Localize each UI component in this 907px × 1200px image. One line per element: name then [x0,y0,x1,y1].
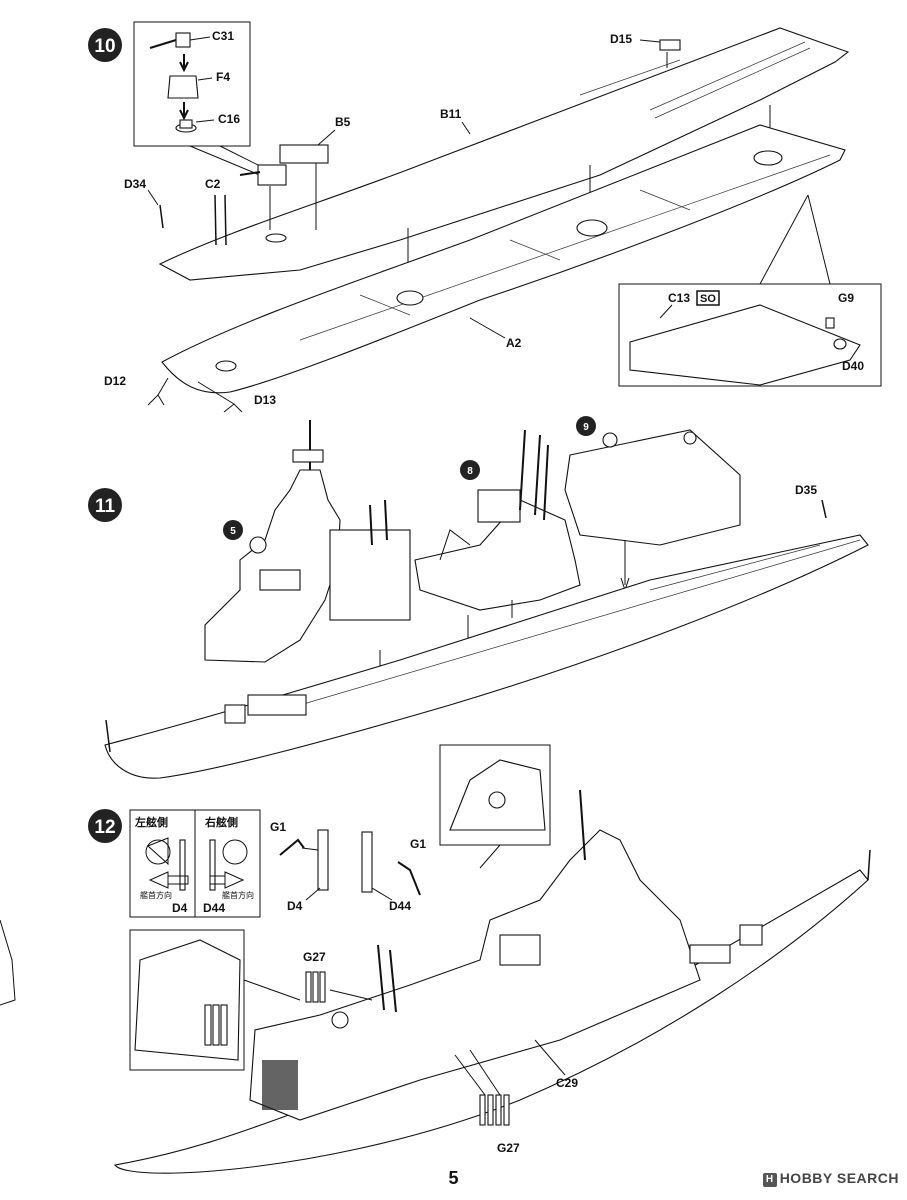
page-number: 5 [448,1168,459,1188]
label-c29: C29 [556,1076,578,1090]
label-g27-top: G27 [303,950,326,964]
step-10-number: 10 [94,36,115,57]
forward-superstructure [204,420,411,663]
port-direction-arrow [148,871,189,889]
label-d40: D40 [842,359,864,373]
sub-8-badge [460,460,480,480]
label-c16: C16 [218,112,240,126]
label-g27-bottom: G27 [497,1141,520,1155]
step-10: 10 C31 F4 C16 [88,21,882,413]
g27-launchers-top [305,971,326,1003]
adjacent-page-edge [0,919,16,1006]
label-so: SO [700,293,716,305]
label-b5: B5 [335,115,351,129]
sub-5-number: 5 [230,526,236,537]
step-10-badge [88,28,122,62]
label-g9: G9 [838,291,854,305]
stern-detail [629,304,861,386]
label-c31: C31 [212,29,234,43]
starboard-diagram [222,839,248,865]
part-d13-anchor [223,403,243,413]
step-11: 11 5 8 [88,416,869,779]
step-12-superstructure [249,829,701,1121]
label-port-side: 左舷側 [134,815,168,829]
label-c13: C13 [668,291,690,305]
label-b11: B11 [440,107,462,121]
stern-inset-box [618,283,882,387]
step-12-number: 12 [94,817,115,838]
label-d12: D12 [104,374,126,388]
step-11-badge [88,488,122,522]
part-b11-deck [158,27,850,281]
sub-9-number: 9 [583,422,589,433]
label-d4: D4 [287,899,303,913]
part-d4-launcher [317,829,329,891]
part-b5-vls [279,144,329,164]
part-g1-left [279,838,305,856]
watermark-text: HOBBY SEARCH [779,1170,899,1186]
part-d12-anchor [147,394,165,406]
label-f4: F4 [216,70,230,84]
launcher-g27-inset [129,929,245,1071]
label-d44-box: D44 [203,901,225,915]
port-diagram [147,837,169,866]
step-11-hull [104,534,869,779]
aft-superstructure [564,429,741,546]
g27-launchers-inset [204,1004,228,1046]
part-f4-turret [167,75,199,99]
label-d15: D15 [610,32,632,46]
part-d15-piece [659,39,681,51]
gun-inset-box [133,21,251,147]
part-g1-right [397,861,421,896]
part-c31-gun [149,32,211,49]
label-c2: C2 [205,177,221,191]
label-g1-left: G1 [270,820,286,834]
part-a2-hull [161,124,846,394]
sub-5-badge [223,520,243,540]
label-g1-right: G1 [410,837,426,851]
starboard-direction-arrow [209,871,245,889]
label-bow-direction-left: 艦首方向 [140,890,172,900]
launcher-detail-inset [439,744,551,846]
label-d44: D44 [389,899,411,913]
step-12-badge [88,809,122,843]
sub-9-badge [576,416,596,436]
hobby-search-logo-icon: H [762,1173,777,1187]
g27-launchers-bottom [479,1094,510,1126]
mid-superstructure [414,429,581,611]
label-d4-box: D4 [172,901,188,915]
label-d35: D35 [795,483,817,497]
gun-on-deck [257,164,287,186]
label-d13: D13 [254,393,276,407]
step-11-number: 11 [95,496,116,517]
step-12-hull [114,869,869,1174]
label-a2: A2 [506,336,522,350]
step-12: 12 左舷側 右舷側 艦首方向 艦首方向 D4 D44 G1 D4 G1 D44 [88,744,871,1174]
label-bow-direction-right: 艦首方向 [222,890,254,900]
part-d44-launcher [361,831,373,893]
label-starboard-side: 右舷側 [204,815,238,829]
sub-8-number: 8 [467,466,473,477]
label-d34: D34 [124,177,146,191]
